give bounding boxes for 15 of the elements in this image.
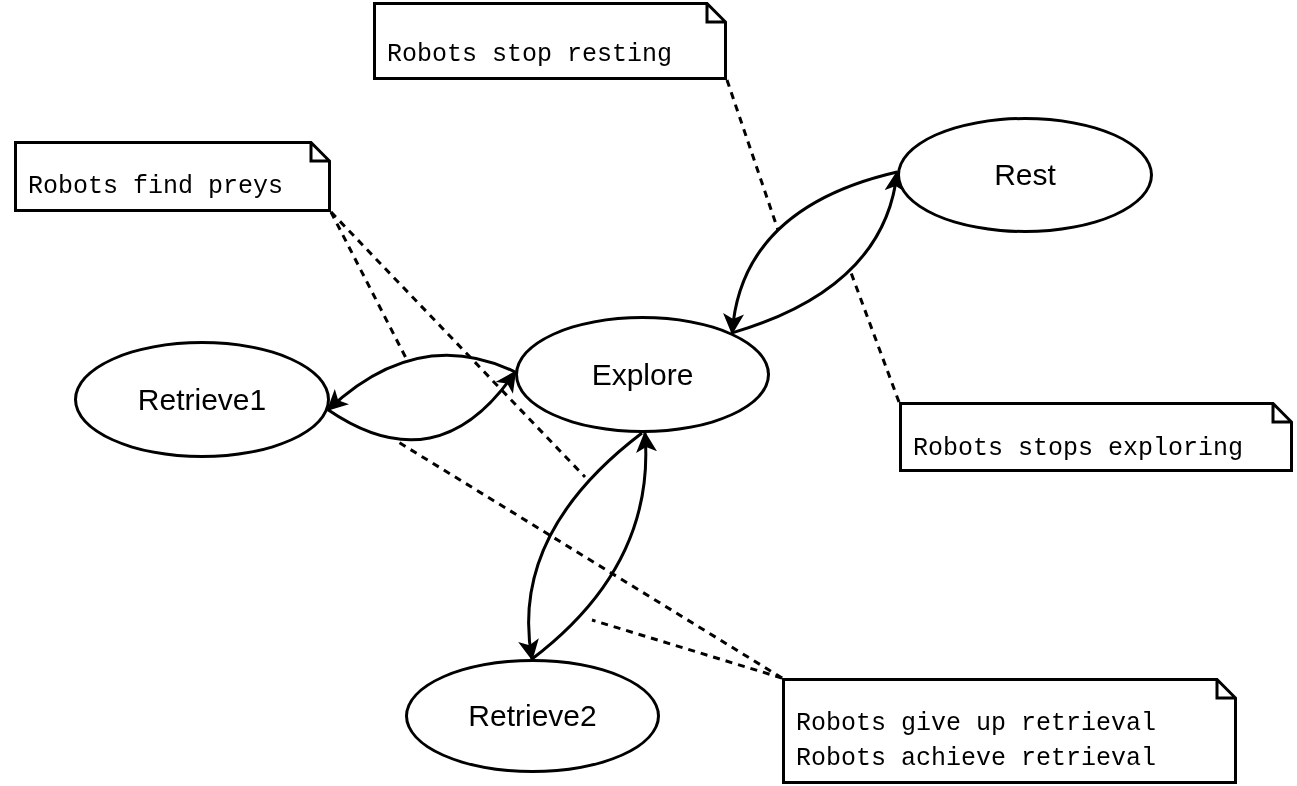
state-label: Retrieve1 xyxy=(137,382,267,417)
transition-arrow xyxy=(519,431,643,661)
note-text: Robots give up retrieval xyxy=(796,708,1158,740)
note-text: Robots stops exploring xyxy=(913,433,1245,465)
note-text: Robots stop resting xyxy=(387,39,674,71)
transition-arrow xyxy=(531,431,657,661)
state-label: Explore xyxy=(591,357,694,392)
transition-arrow xyxy=(327,370,517,442)
note-text: Robots find preys xyxy=(28,171,285,203)
state-label: Retrieve2 xyxy=(468,699,597,733)
leader-line xyxy=(591,618,783,680)
note-text: Robots achieve retrieval xyxy=(796,743,1158,775)
leader-line xyxy=(329,210,587,479)
leader-line xyxy=(725,79,780,231)
state-label: Rest xyxy=(994,158,1056,192)
